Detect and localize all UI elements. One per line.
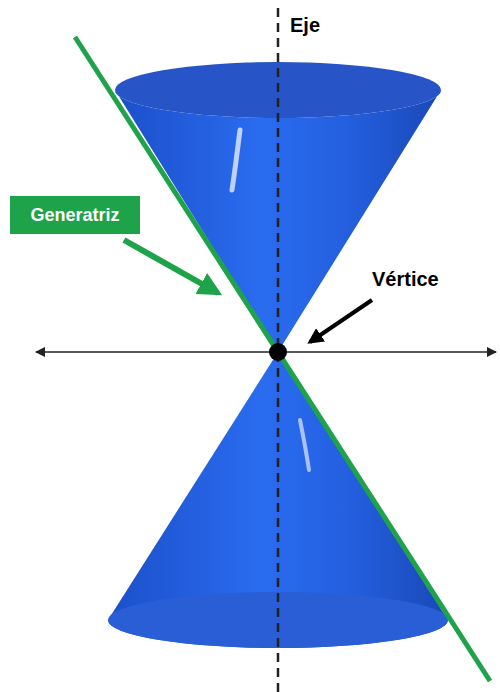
lower-nappe bbox=[108, 352, 448, 648]
generatrix-line bbox=[75, 37, 490, 681]
highlight bbox=[300, 420, 309, 470]
horizontal-line bbox=[36, 351, 496, 353]
highlight bbox=[232, 130, 240, 190]
leader-arrow bbox=[310, 300, 372, 342]
axis-label: Eje bbox=[290, 14, 320, 37]
vertex-dot bbox=[269, 343, 287, 361]
label-box: Generatriz bbox=[10, 196, 140, 234]
leader-arrow bbox=[124, 240, 218, 293]
vertex-label: Vértice bbox=[372, 268, 439, 291]
label-text: Generatriz bbox=[30, 205, 119, 226]
